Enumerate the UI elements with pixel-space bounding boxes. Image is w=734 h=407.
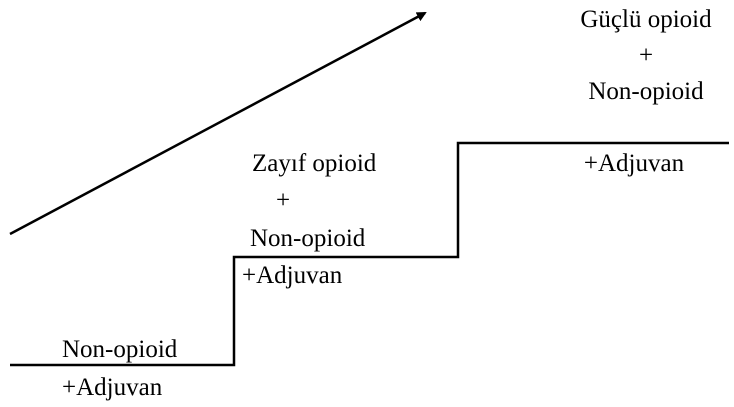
step-2-labels: Zayıf opioid + Non-opioid +Adjuvan — [242, 150, 377, 289]
step-1-adjuvant-label: +Adjuvan — [62, 374, 163, 401]
step-3-labels: Güçlü opioid + Non-opioid +Adjuvan — [580, 6, 712, 177]
step-1-drug-label: Non-opioid — [62, 336, 178, 363]
progression-arrow — [9, 11, 427, 236]
step-2-drug-label: Zayıf opioid — [252, 150, 377, 177]
step-1-labels: Non-opioid +Adjuvan — [62, 336, 178, 401]
step-3-drug-label: Güçlü opioid — [580, 6, 712, 33]
step-3-plus-sign: + — [639, 42, 653, 69]
step-2-non-opioid-label: Non-opioid — [250, 225, 366, 252]
step-2-adjuvant-label: +Adjuvan — [242, 262, 343, 289]
step-3-non-opioid-label: Non-opioid — [588, 78, 704, 105]
step-2-plus-sign: + — [276, 187, 290, 214]
ladder-staircase-line — [10, 141, 729, 367]
step-3-adjuvant-label: +Adjuvan — [584, 150, 685, 177]
